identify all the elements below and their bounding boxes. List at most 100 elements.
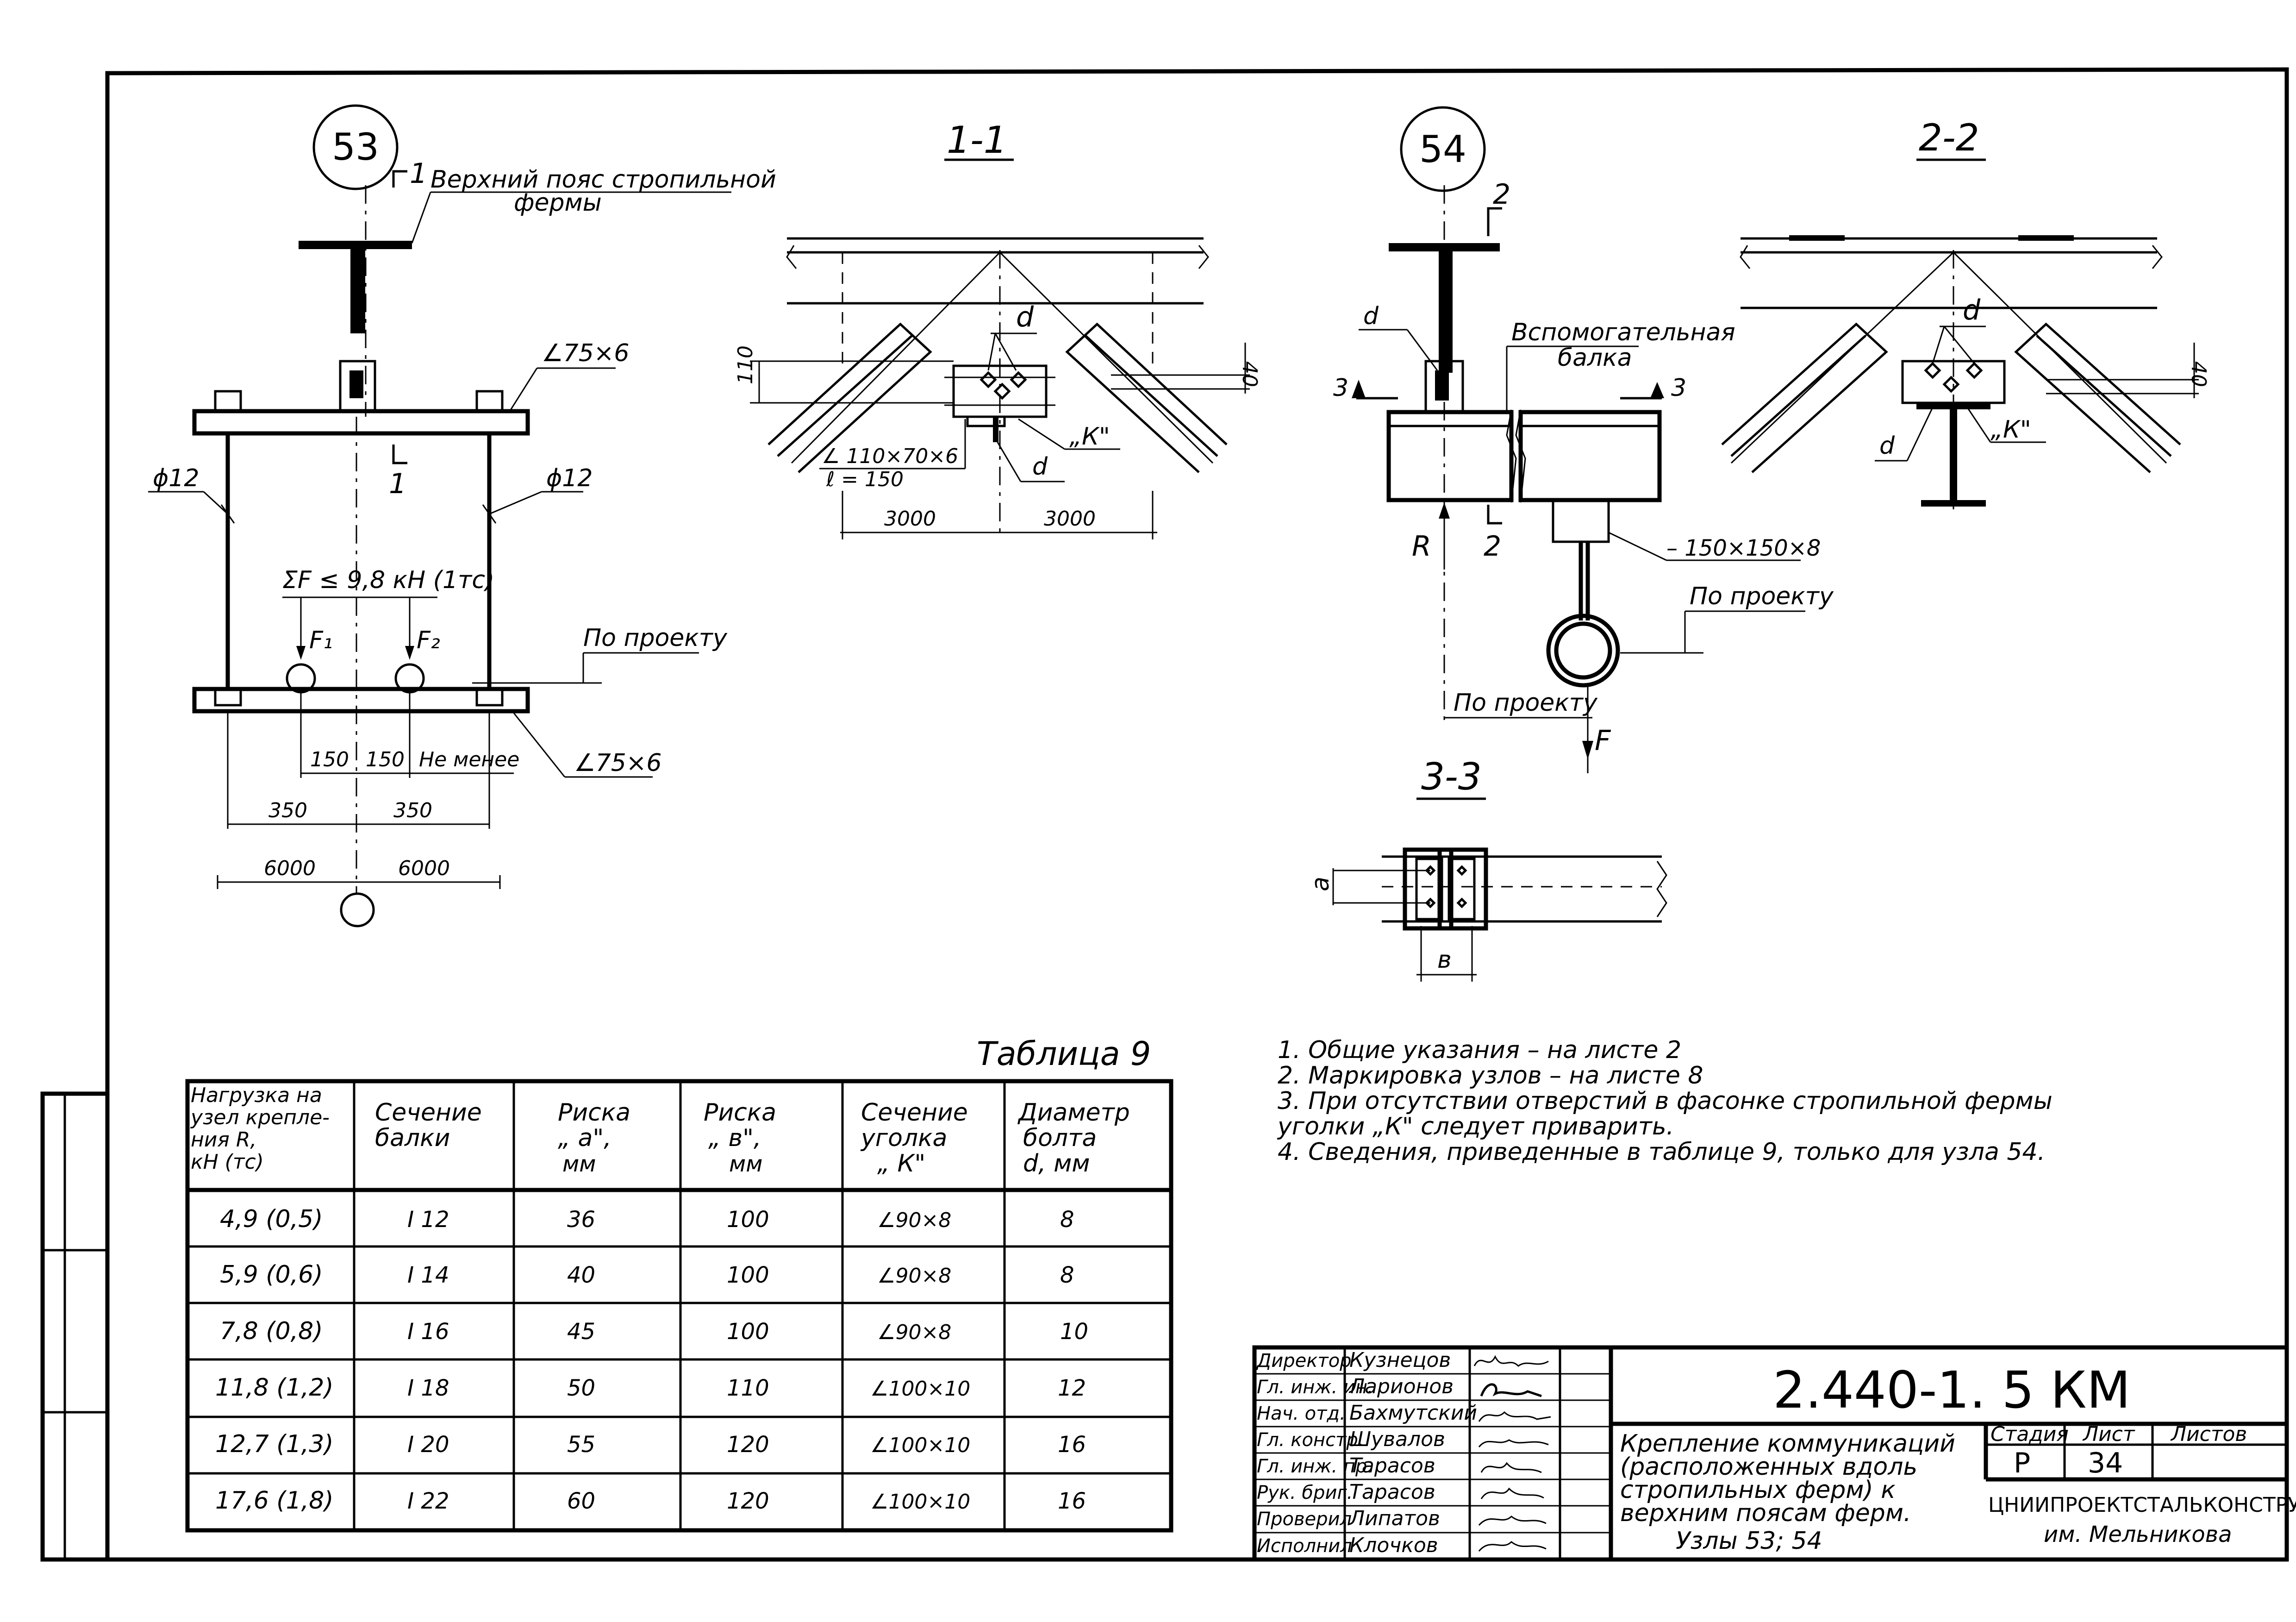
section-3-3-b-label: в: [1437, 946, 1452, 974]
table-cell: 16: [1058, 1432, 1086, 1458]
section-1-1-length-label: ℓ = 150: [826, 468, 904, 491]
table-header-load-3: ния R,: [191, 1128, 256, 1152]
title-line-2: (расположенных вдоль: [1620, 1453, 1917, 1481]
table-header-a-2: „ а",: [558, 1124, 611, 1152]
note-3: 3. При отсутствии отверстий в фасонке ст…: [1278, 1087, 2053, 1115]
node-53-number: 53: [332, 125, 379, 169]
role-checked: Проверил: [1257, 1509, 1352, 1530]
node-54: 54 2 2 d 3 3 Вспомогательная балка: [1333, 106, 1834, 773]
title-line-3: стропильных ферм) к: [1620, 1476, 1896, 1504]
section-1-1-d-top: d: [1016, 301, 1034, 333]
sheet-frame: [40, 67, 2289, 1562]
section-1-1: 1-1 d 110: [734, 119, 1261, 539]
table-cell: ∠100×10: [870, 1434, 970, 1457]
node-54-circle: [1400, 106, 1486, 192]
role-chief-project-engineer: Гл. инж. пр.: [1257, 1456, 1373, 1477]
table-cell: 16: [1058, 1488, 1086, 1514]
table-9-caption: Таблица 9: [977, 1035, 1151, 1073]
table-cell: 120: [727, 1432, 769, 1458]
organization-name: ЦНИИПРОЕКТСТАЛЬКОНСТРУКЦИЯ: [1988, 1493, 2296, 1517]
dim-350-b: 350: [393, 799, 432, 822]
general-notes: 1. Общие указания – на листе 2 2. Маркир…: [1277, 1036, 2053, 1166]
node-54-number: 54: [1419, 128, 1466, 171]
sheet-number: 34: [2088, 1447, 2123, 1479]
table-cell: 45: [567, 1319, 595, 1345]
table-cell: 17,6 (1,8): [215, 1487, 334, 1515]
name-executed: Клочков: [1349, 1534, 1438, 1557]
dim-6000-b: 6000: [398, 857, 450, 880]
note-4: 4. Сведения, приведенные в таблице 9, то…: [1278, 1138, 2045, 1166]
table-cell: 7,8 (0,8): [220, 1317, 323, 1345]
table-header-load-1: Нагрузка на: [191, 1083, 322, 1107]
document-code: 2.440-1. 5 КМ: [1773, 1360, 2130, 1420]
table-cell: 36: [567, 1207, 595, 1233]
section-1-1-k-label: „К": [1069, 423, 1110, 451]
table-cell: 12,7 (1,3): [215, 1430, 334, 1458]
table-cell: 110: [727, 1375, 769, 1401]
table-header-angle-1: Сечение: [861, 1099, 968, 1127]
table-cell: 10: [1060, 1319, 1088, 1345]
table-cell: I 16: [407, 1319, 449, 1345]
name-team-leader: Тарасов: [1349, 1480, 1435, 1504]
note-2: 2. Маркировка узлов – на листе 8: [1278, 1062, 1703, 1090]
table-row: 11,8 (1,2) I 18 50 110 ∠100×10 12: [215, 1374, 1086, 1402]
table-cell: 55: [567, 1432, 595, 1458]
table-cell: 5,9 (0,6): [220, 1261, 323, 1289]
by-project-label-53: По проекту: [583, 624, 728, 652]
table-header-beam-1: Сечение: [375, 1099, 482, 1127]
note-1: 1. Общие указания – на листе 2: [1278, 1036, 1681, 1064]
angle-bottom-label: ∠75×6: [574, 749, 661, 777]
section-mark-1-bottom: 1: [389, 468, 406, 500]
role-head-department: Нач. отд.: [1257, 1403, 1346, 1424]
table-row: 4,9 (0,5) I 12 36 100 ∠90×8 8: [220, 1205, 1074, 1233]
sheet-header: Лист: [2082, 1422, 2135, 1446]
table-cell: I 20: [407, 1432, 449, 1458]
dim-3000-b: 3000: [1044, 507, 1096, 531]
load-formula: ΣF ≤ 9,8 кН (1тс): [282, 566, 494, 594]
table-header-bolt-1: Диаметр: [1017, 1099, 1130, 1127]
title-line-5: Узлы 53; 54: [1676, 1527, 1822, 1555]
sheets-header: Листов: [2170, 1422, 2247, 1446]
table-cell: 100: [727, 1319, 769, 1345]
name-checked: Липатов: [1348, 1507, 1440, 1530]
section-1-1-d-bottom: d: [1032, 453, 1048, 481]
table-cell: 120: [727, 1488, 769, 1514]
table-header-bolt-2: болта: [1023, 1124, 1097, 1152]
table-cell: ∠100×10: [870, 1377, 970, 1401]
not-less-label: Не менее: [419, 748, 519, 771]
table-header-bolt-3: d, мм: [1023, 1150, 1090, 1177]
angle-top-label: ∠75×6: [542, 339, 629, 367]
table-cell: I 14: [407, 1262, 449, 1288]
dim-6000-a: 6000: [264, 857, 316, 880]
plate-label: – 150×150×8: [1666, 535, 1821, 561]
table-header-b-3: мм: [729, 1151, 762, 1177]
note-3-cont: уголки „К" следует приварить.: [1277, 1113, 1674, 1140]
force-f: F: [1595, 725, 1611, 757]
node-53: 53 1 1 Верхний пояс стропильной фермы ∠7…: [148, 104, 776, 927]
section-2-2-dim-40: 40: [2187, 361, 2210, 387]
rod-left-label: ϕ12: [153, 464, 199, 492]
top-chord-label-line-2: фермы: [514, 189, 602, 217]
title-line-1: Крепление коммуникаций: [1620, 1430, 1955, 1458]
table-cell: 100: [727, 1207, 769, 1233]
table-header-load-4: кН (тс): [191, 1150, 264, 1174]
section-1-1-title: 1-1: [947, 119, 1007, 162]
section-3-3: 3-3 a в: [1307, 755, 1667, 982]
top-chord-label-line-1: Верхний пояс стропильной: [430, 166, 776, 194]
title-block: Директор Гл. инж. ин. Нач. отд. Гл. конс…: [1252, 1345, 2296, 1562]
table-cell: 4,9 (0,5): [220, 1205, 323, 1233]
table-cell: 50: [567, 1375, 595, 1401]
section-1-1-angle-label: ∠ 110×70×6: [822, 445, 958, 468]
table-row: 17,6 (1,8) I 22 60 120 ∠100×10 16: [215, 1487, 1086, 1515]
table-cell: ∠90×8: [877, 1321, 951, 1344]
by-project-label-54a: По проекту: [1690, 582, 1834, 610]
table-header-beam-2: балки: [375, 1124, 450, 1152]
table-header-b-1: Риска: [704, 1099, 776, 1127]
table-cell: 12: [1058, 1375, 1086, 1401]
stage-header: Стадия: [1990, 1422, 2069, 1446]
table-cell: 40: [567, 1262, 595, 1288]
by-project-label-54b: По проекту: [1454, 689, 1598, 717]
section-mark-2-bottom: 2: [1484, 530, 1501, 563]
node-53-circle: [312, 104, 399, 190]
